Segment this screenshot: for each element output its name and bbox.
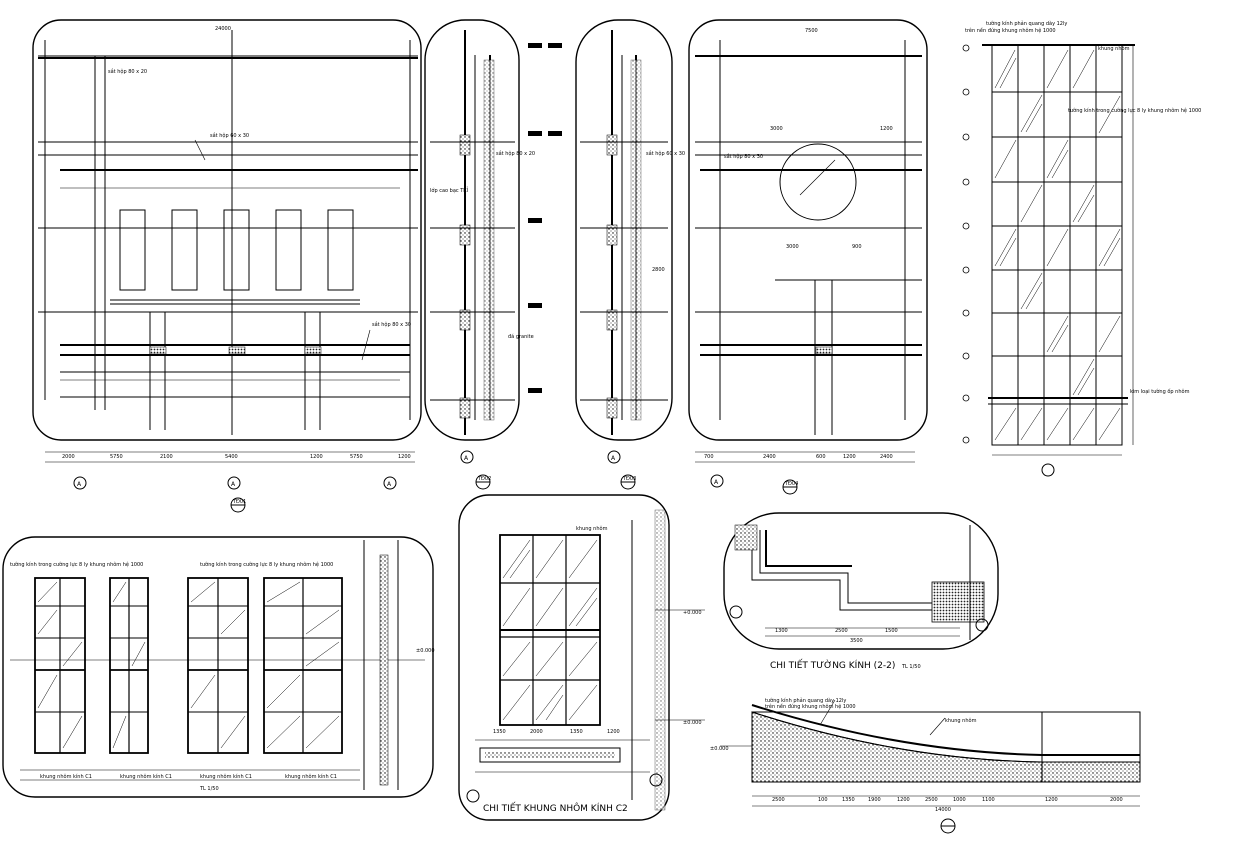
dim-c2: 2400 bbox=[763, 454, 776, 460]
dim-r10: 2000 bbox=[1110, 797, 1123, 803]
sub-title-a: khung nhôm kính C1 bbox=[40, 773, 92, 780]
note-glass-top-3: tường kính phản quang dày 12ly bbox=[765, 697, 846, 704]
note-aluminum-cap: kim loại tường ốp nhôm bbox=[1130, 388, 1190, 395]
note-steel-a: sắt hộp 80 x 20 bbox=[108, 68, 147, 75]
note-glass-tempered-b: tường kính trong cường lực 8 ly khung nh… bbox=[200, 561, 333, 568]
dim-top-a: 24000 bbox=[215, 26, 231, 32]
dim-r1: 2500 bbox=[772, 797, 785, 803]
dim-c1: 700 bbox=[704, 454, 714, 460]
dim-a1: 2000 bbox=[62, 454, 75, 460]
note-hatch: lớp cao bạc TKỈ bbox=[430, 186, 469, 194]
elevation-a: sắt hộp 80 x 20 sắt hộp 60 x 30 sắt hộp … bbox=[32, 19, 422, 513]
axis-marker-e: A bbox=[611, 455, 616, 462]
dim-h5: 3000 bbox=[786, 244, 799, 250]
elevation-c: 7500 2800 3000 900 1200 3000 sắt hộp 80 … bbox=[652, 19, 928, 495]
wall-detail: 1300 2500 1500 3500 CHI TIẾT TƯỜNG KÍNH … bbox=[723, 512, 999, 671]
dim-h1: 2800 bbox=[652, 267, 665, 273]
dim-total: 14000 bbox=[935, 807, 951, 813]
dim-w4: 3500 bbox=[850, 638, 863, 644]
dim-a5: 1200 bbox=[310, 454, 323, 460]
note-glass-top: tường kính phản quang dày 12ly bbox=[986, 20, 1067, 27]
sub-title-b: khung nhôm kính C1 bbox=[120, 773, 172, 780]
note-glass-curtain: tường kính trong cường lực 8 ly khung nh… bbox=[1068, 107, 1201, 114]
dim-r5: 1200 bbox=[897, 797, 910, 803]
dim-g2: 2000 bbox=[530, 729, 543, 735]
dim-a7: 1200 bbox=[398, 454, 411, 460]
sub-title-d: khung nhôm kính C1 bbox=[285, 773, 337, 780]
title-wall-detail: CHI TIẾT TƯỜNG KÍNH (2-2) bbox=[770, 659, 895, 671]
title-frame-detail: CHI TIẾT KHUNG NHÔM KÍNH C2 bbox=[483, 802, 628, 814]
axis-marker-f: A bbox=[714, 479, 719, 486]
dim-h3: 900 bbox=[852, 244, 862, 250]
level-2: ±0.000 bbox=[683, 720, 702, 726]
dim-w1: 1300 bbox=[775, 628, 788, 634]
dim-c5: 2400 bbox=[880, 454, 893, 460]
note-aluminum-frame-3: khung nhôm bbox=[945, 717, 977, 724]
note-glass-tempered-a: tường kính trong cường lực 8 ly khung nh… bbox=[10, 561, 143, 568]
dim-g4: 1200 bbox=[607, 729, 620, 735]
scale-b: TL 1/50 bbox=[901, 664, 921, 670]
dim-r7: 1000 bbox=[953, 797, 966, 803]
tag-4: TĐ04 bbox=[784, 481, 798, 487]
dim-r3: 1350 bbox=[842, 797, 855, 803]
note-steel-c-2: sắt hộp 80 x 30 bbox=[724, 153, 763, 160]
axis-marker-b: A bbox=[231, 481, 236, 488]
sub-title-c: khung nhôm kính C1 bbox=[200, 773, 252, 780]
frame-detail: khung nhôm +0.000 ±0.000 1350 2000 1350 … bbox=[458, 494, 705, 821]
dim-a4: 5400 bbox=[225, 454, 238, 460]
dim-h2: 3000 bbox=[770, 126, 783, 132]
tag-3: TĐ03 bbox=[622, 476, 636, 482]
dim-c4: 1200 bbox=[843, 454, 856, 460]
dim-a2: 5750 bbox=[110, 454, 123, 460]
note-aluminum-frame-2: khung nhôm bbox=[576, 525, 608, 532]
dim-top-b: 7500 bbox=[805, 28, 818, 34]
axis-marker-c: A bbox=[387, 481, 392, 488]
level-1: +0.000 bbox=[683, 610, 702, 616]
dim-w3: 1500 bbox=[885, 628, 898, 634]
dim-a3: 2100 bbox=[160, 454, 173, 460]
note-aluminum-frame: khung nhôm bbox=[1098, 45, 1130, 52]
section-1: sắt hộp 80 x 20 lớp cao bạc TKỈ đá grani… bbox=[424, 19, 542, 490]
tag-1: TĐ01 bbox=[232, 499, 246, 505]
note-steel-a-2: sắt hộp 80 x 20 bbox=[496, 150, 535, 157]
scale-a: TL 1/50 bbox=[199, 786, 219, 792]
note-steel-b: sắt hộp 60 x 30 bbox=[210, 132, 249, 139]
axis-marker-a: A bbox=[77, 481, 82, 488]
level-3: ±0.000 bbox=[710, 746, 729, 752]
dim-a6: 5750 bbox=[350, 454, 363, 460]
dim-g3: 1350 bbox=[570, 729, 583, 735]
dim-g1: 1350 bbox=[493, 729, 506, 735]
note-steel-c: sắt hộp 80 x 30 bbox=[372, 321, 411, 328]
windows-elevation: tường kính trong cường lực 8 ly khung nh… bbox=[2, 536, 435, 798]
dim-h4: 1200 bbox=[880, 126, 893, 132]
axis-marker-d: A bbox=[464, 455, 469, 462]
dim-r6: 2500 bbox=[925, 797, 938, 803]
note-steel-b-2: sắt hộp 60 x 30 bbox=[646, 150, 685, 157]
note-glass-top-2: trên nền đứng khung nhôm hệ 1000 bbox=[965, 26, 1056, 34]
dim-w2: 2500 bbox=[835, 628, 848, 634]
note-floor: đá granite bbox=[508, 333, 534, 340]
curved-wall-elevation: tường kính phản quang dày 12ly trên nền … bbox=[710, 697, 1141, 834]
dim-r9: 1200 bbox=[1045, 797, 1058, 803]
dim-r4: 1900 bbox=[868, 797, 881, 803]
curtain-wall-elevation: tường kính phản quang dày 12ly trên nền … bbox=[962, 20, 1201, 477]
tag-2: TĐ02 bbox=[477, 476, 491, 482]
section-2: sắt hộp 60 x 30 A TĐ03 bbox=[548, 19, 685, 490]
dim-r8: 1100 bbox=[982, 797, 995, 803]
level-0: ±0.000 bbox=[416, 648, 435, 654]
dim-r2: 100 bbox=[818, 797, 828, 803]
dim-c3: 600 bbox=[816, 454, 826, 460]
note-glass-top-4: trên nền đứng khung nhôm hệ 1000 bbox=[765, 702, 856, 710]
